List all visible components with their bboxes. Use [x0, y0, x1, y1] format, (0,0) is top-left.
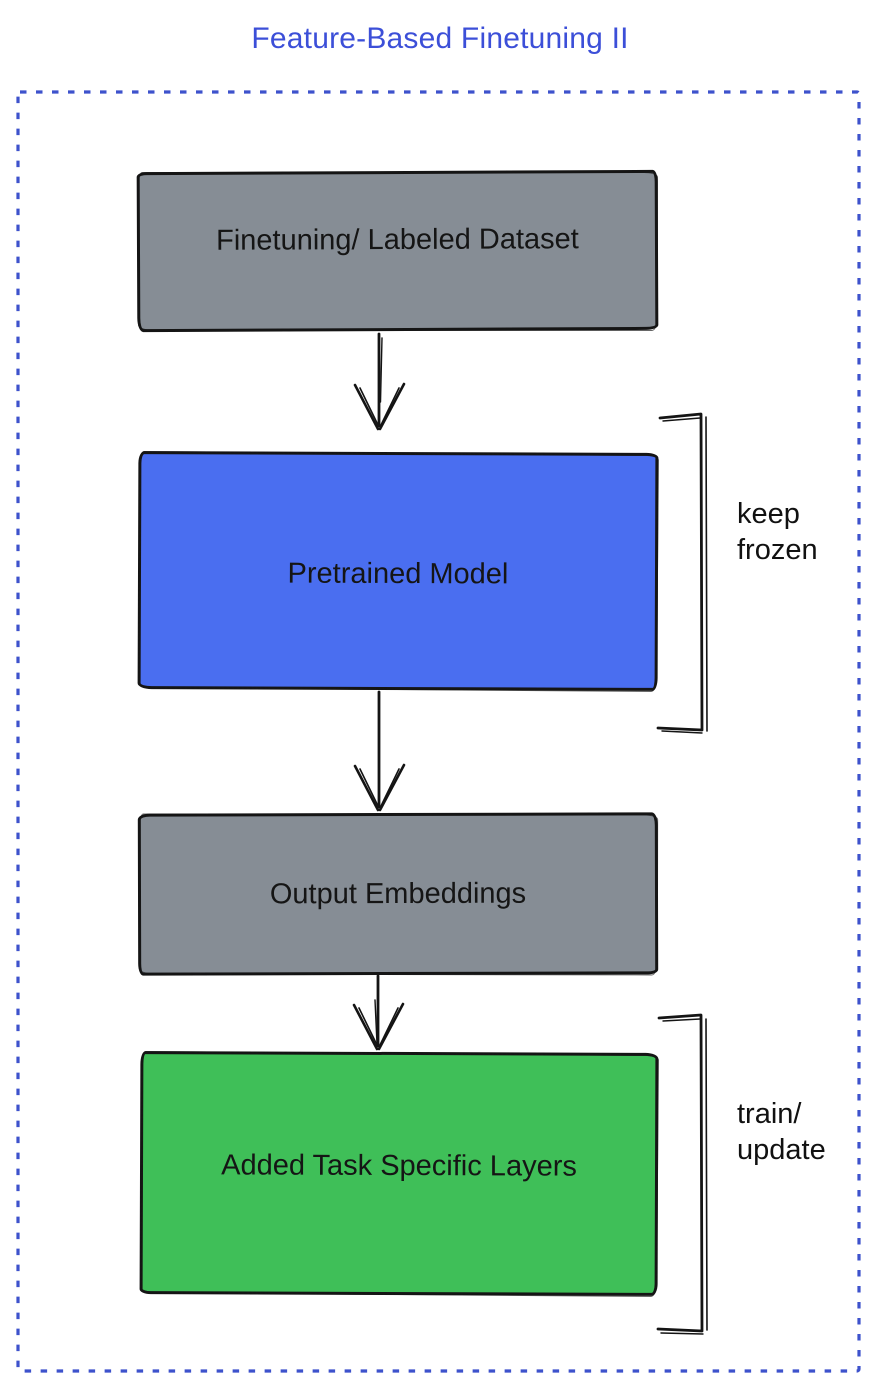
train-update-line1: train/	[737, 1098, 802, 1130]
keep-frozen-label: keep frozen	[737, 496, 818, 568]
arrow-down-icon-2	[353, 690, 406, 812]
diagram-title: Feature-Based Finetuning II	[251, 22, 629, 55]
node-output-embeddings: Output Embeddings	[137, 812, 659, 976]
train-update-line2: update	[737, 1134, 826, 1166]
node-finetuning-dataset: Finetuning/ Labeled Dataset	[136, 169, 659, 333]
node-output-embeddings-label: Output Embeddings	[269, 877, 527, 910]
train-update-label: train/update	[737, 1096, 826, 1168]
node-finetuning-dataset-label: Finetuning/ Labeled Dataset	[215, 222, 579, 257]
keep-frozen-line1: keep	[737, 498, 800, 530]
keep-frozen-line2: frozen	[737, 534, 818, 566]
node-task-layers-label: Added Task Specific Layers	[221, 1149, 577, 1183]
keep-frozen-bracket	[656, 412, 708, 734]
node-pretrained-model-label: Pretrained Model	[287, 557, 509, 590]
arrow-down-icon-3	[352, 974, 405, 1051]
arrow-down-icon-1	[353, 332, 406, 431]
node-task-layers: Added Task Specific Layers	[139, 1051, 659, 1296]
train-update-bracket	[656, 1013, 708, 1335]
node-pretrained-model: Pretrained Model	[137, 451, 659, 691]
